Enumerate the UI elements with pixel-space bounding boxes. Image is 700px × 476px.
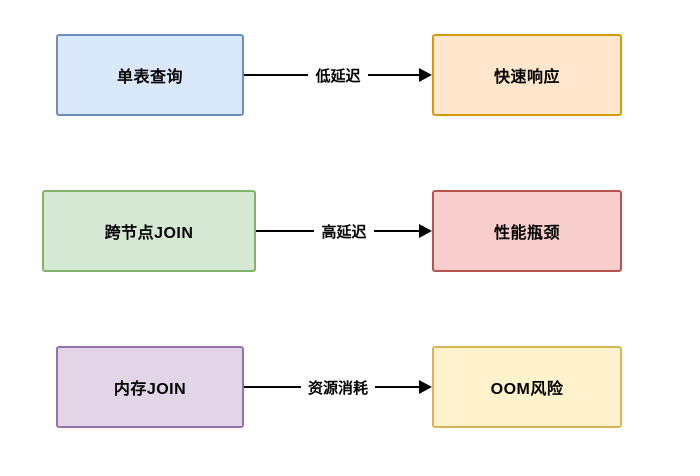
node-label: 跨节点JOIN: [104, 225, 194, 242]
arrowhead-icon: [419, 380, 432, 394]
node-label: OOM风险: [490, 381, 564, 398]
arrowhead-icon: [419, 68, 432, 82]
memory-join-node: 内存JOIN: [56, 346, 244, 428]
flow-row-2: 跨节点JOIN 高延迟 性能瓶颈: [0, 190, 700, 272]
oom-risk-node: OOM风险: [432, 346, 622, 428]
cross-node-join-node: 跨节点JOIN: [42, 190, 256, 272]
node-label: 性能瓶颈: [493, 225, 560, 242]
edge-low-latency: 低延迟: [244, 34, 432, 116]
performance-bottleneck-node: 性能瓶颈: [432, 190, 622, 272]
node-label: 内存JOIN: [113, 381, 187, 398]
flow-row-3: 内存JOIN 资源消耗 OOM风险: [0, 346, 700, 428]
edge-resource-consumption: 资源消耗: [244, 346, 432, 428]
arrowhead-icon: [419, 224, 432, 238]
flow-row-1: 单表查询 低延迟 快速响应: [0, 34, 700, 116]
edge-label: 资源消耗: [300, 376, 375, 398]
node-label: 单表查询: [116, 69, 183, 86]
edge-label: 低延迟: [308, 64, 368, 86]
single-table-query-node: 单表查询: [56, 34, 244, 116]
node-label: 快速响应: [493, 69, 560, 86]
edge-high-latency: 高延迟: [256, 190, 432, 272]
edge-label: 高延迟: [314, 220, 374, 242]
fast-response-node: 快速响应: [432, 34, 622, 116]
